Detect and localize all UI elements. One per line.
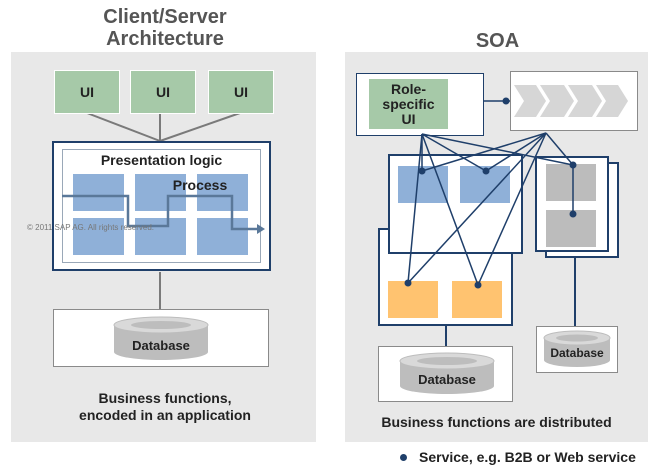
logic-block [197,218,248,255]
left-database-label: Database [132,338,190,353]
role-specific-ui-box: Role- specific UI [368,78,449,130]
process-chevrons-icon [514,85,628,117]
ui-box-1: UI [54,70,120,114]
service-dot-icon [400,453,407,461]
left-caption-line2: encoded in an application [79,407,251,423]
database-icon [543,330,611,367]
left-title-line1: Client/Server [103,6,227,28]
soa-database-label-2: Database [550,346,604,360]
legend: Service, e.g. B2B or Web service [400,448,655,466]
left-title-line2: Architecture [106,28,224,50]
process-label: Process [172,177,228,193]
database-icon [399,352,495,394]
database-icon [113,316,209,360]
left-title: Client/Server Architecture [20,6,310,50]
logic-block [73,174,124,211]
copyright-text: © 2011 SAP AG. All rights reserved. [27,223,154,232]
left-caption-line1: Business functions, [98,390,232,406]
ui-box-2: UI [130,70,196,114]
role-ui-line1: Role- [391,80,426,97]
logic-block [135,218,186,255]
role-ui-line2: specific [382,95,435,112]
logic-block [135,174,186,211]
legend-text: Service, e.g. B2B or Web service [419,448,636,465]
role-ui-line3: UI [401,110,416,127]
service-block [388,281,438,318]
logic-block [73,218,124,255]
soa-title: SOA [475,30,520,52]
left-caption: Business functions, encoded in an applic… [20,390,310,424]
ui-box-3: UI [208,70,274,114]
presentation-logic-label: Presentation logic [100,152,223,168]
service-block [546,164,596,201]
soa-database-label-1: Database [418,372,476,387]
logic-block [197,174,248,211]
soa-caption: Business functions are distributed [381,414,612,430]
